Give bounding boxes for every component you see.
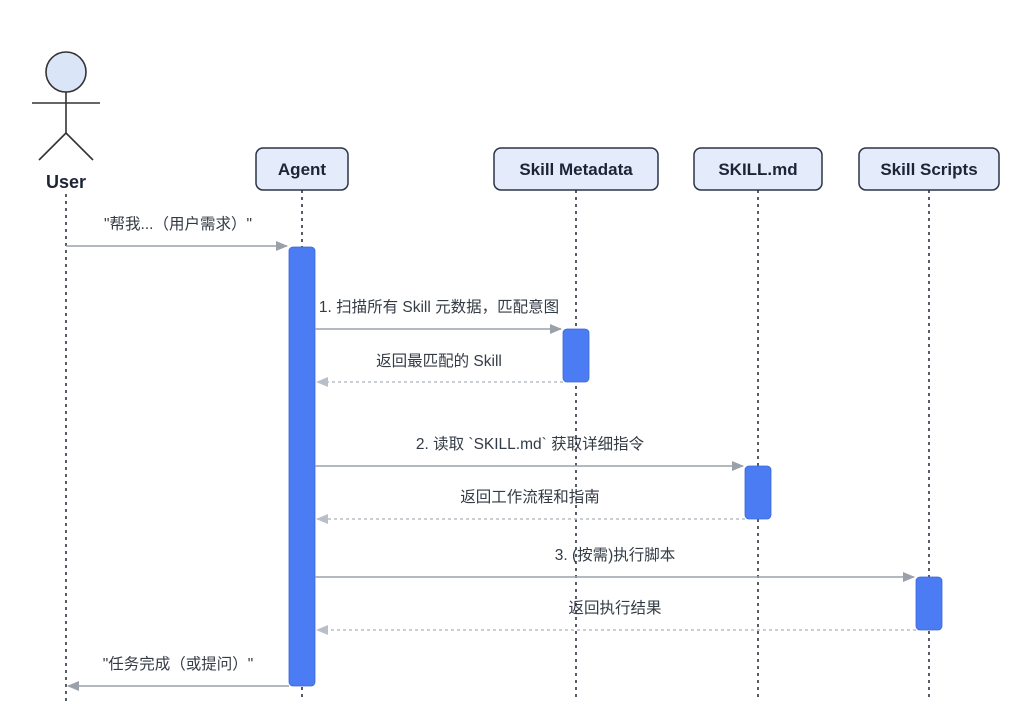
activation-skill-md [744,465,772,520]
activation-agent [288,246,316,687]
message-label: "帮我...（用户需求）" [104,215,252,233]
participant-skill-scripts: Skill Scripts [858,147,1000,191]
activation-skill-metadata [562,328,590,383]
activation-skill-scripts [915,576,943,631]
participant-skill-md: SKILL.md [693,147,823,191]
participant-label: Agent [278,160,327,179]
message-label: 返回最匹配的 Skill [376,352,502,370]
participant-label: Skill Scripts [880,160,977,179]
activation-bars [288,246,943,687]
message-read-skill-md: 2. 读取 `SKILL.md` 获取详细指令 [315,435,744,471]
message-label: 返回工作流程和指南 [460,488,600,506]
message-return-workflow: 返回工作流程和指南 [316,488,745,524]
message-return-best-skill: 返回最匹配的 Skill [316,352,563,387]
participant-skill-metadata: Skill Metadata [493,147,659,191]
participant-box [858,147,1000,191]
message-label: 1. 扫描所有 Skill 元数据，匹配意图 [319,297,559,316]
participant-label: Skill Metadata [519,160,633,179]
actor-label: User [46,172,86,192]
participant-label: SKILL.md [718,160,797,179]
actor-user: User [32,51,100,192]
participant-box [255,147,349,191]
message-return-exec-result: 返回执行结果 [316,599,916,635]
participant-box [493,147,659,191]
participant-box [693,147,823,191]
message-scan-metadata: 1. 扫描所有 Skill 元数据，匹配意图 [315,297,562,334]
message-user-request: "帮我...（用户需求）" [66,215,288,251]
actor-head-icon [45,51,87,93]
participant-agent: Agent [255,147,349,191]
message-label: "任务完成（或提问）" [103,655,254,673]
message-execute-script: 3. (按需)执行脚本 [315,546,915,582]
actor-leg-right-line [65,132,94,161]
actor-leg-left-line [38,132,67,161]
message-label: 返回执行结果 [568,599,661,617]
message-task-complete: "任务完成（或提问）" [67,655,289,691]
message-label: 3. (按需)执行脚本 [555,546,676,564]
message-label: 2. 读取 `SKILL.md` 获取详细指令 [416,435,645,453]
